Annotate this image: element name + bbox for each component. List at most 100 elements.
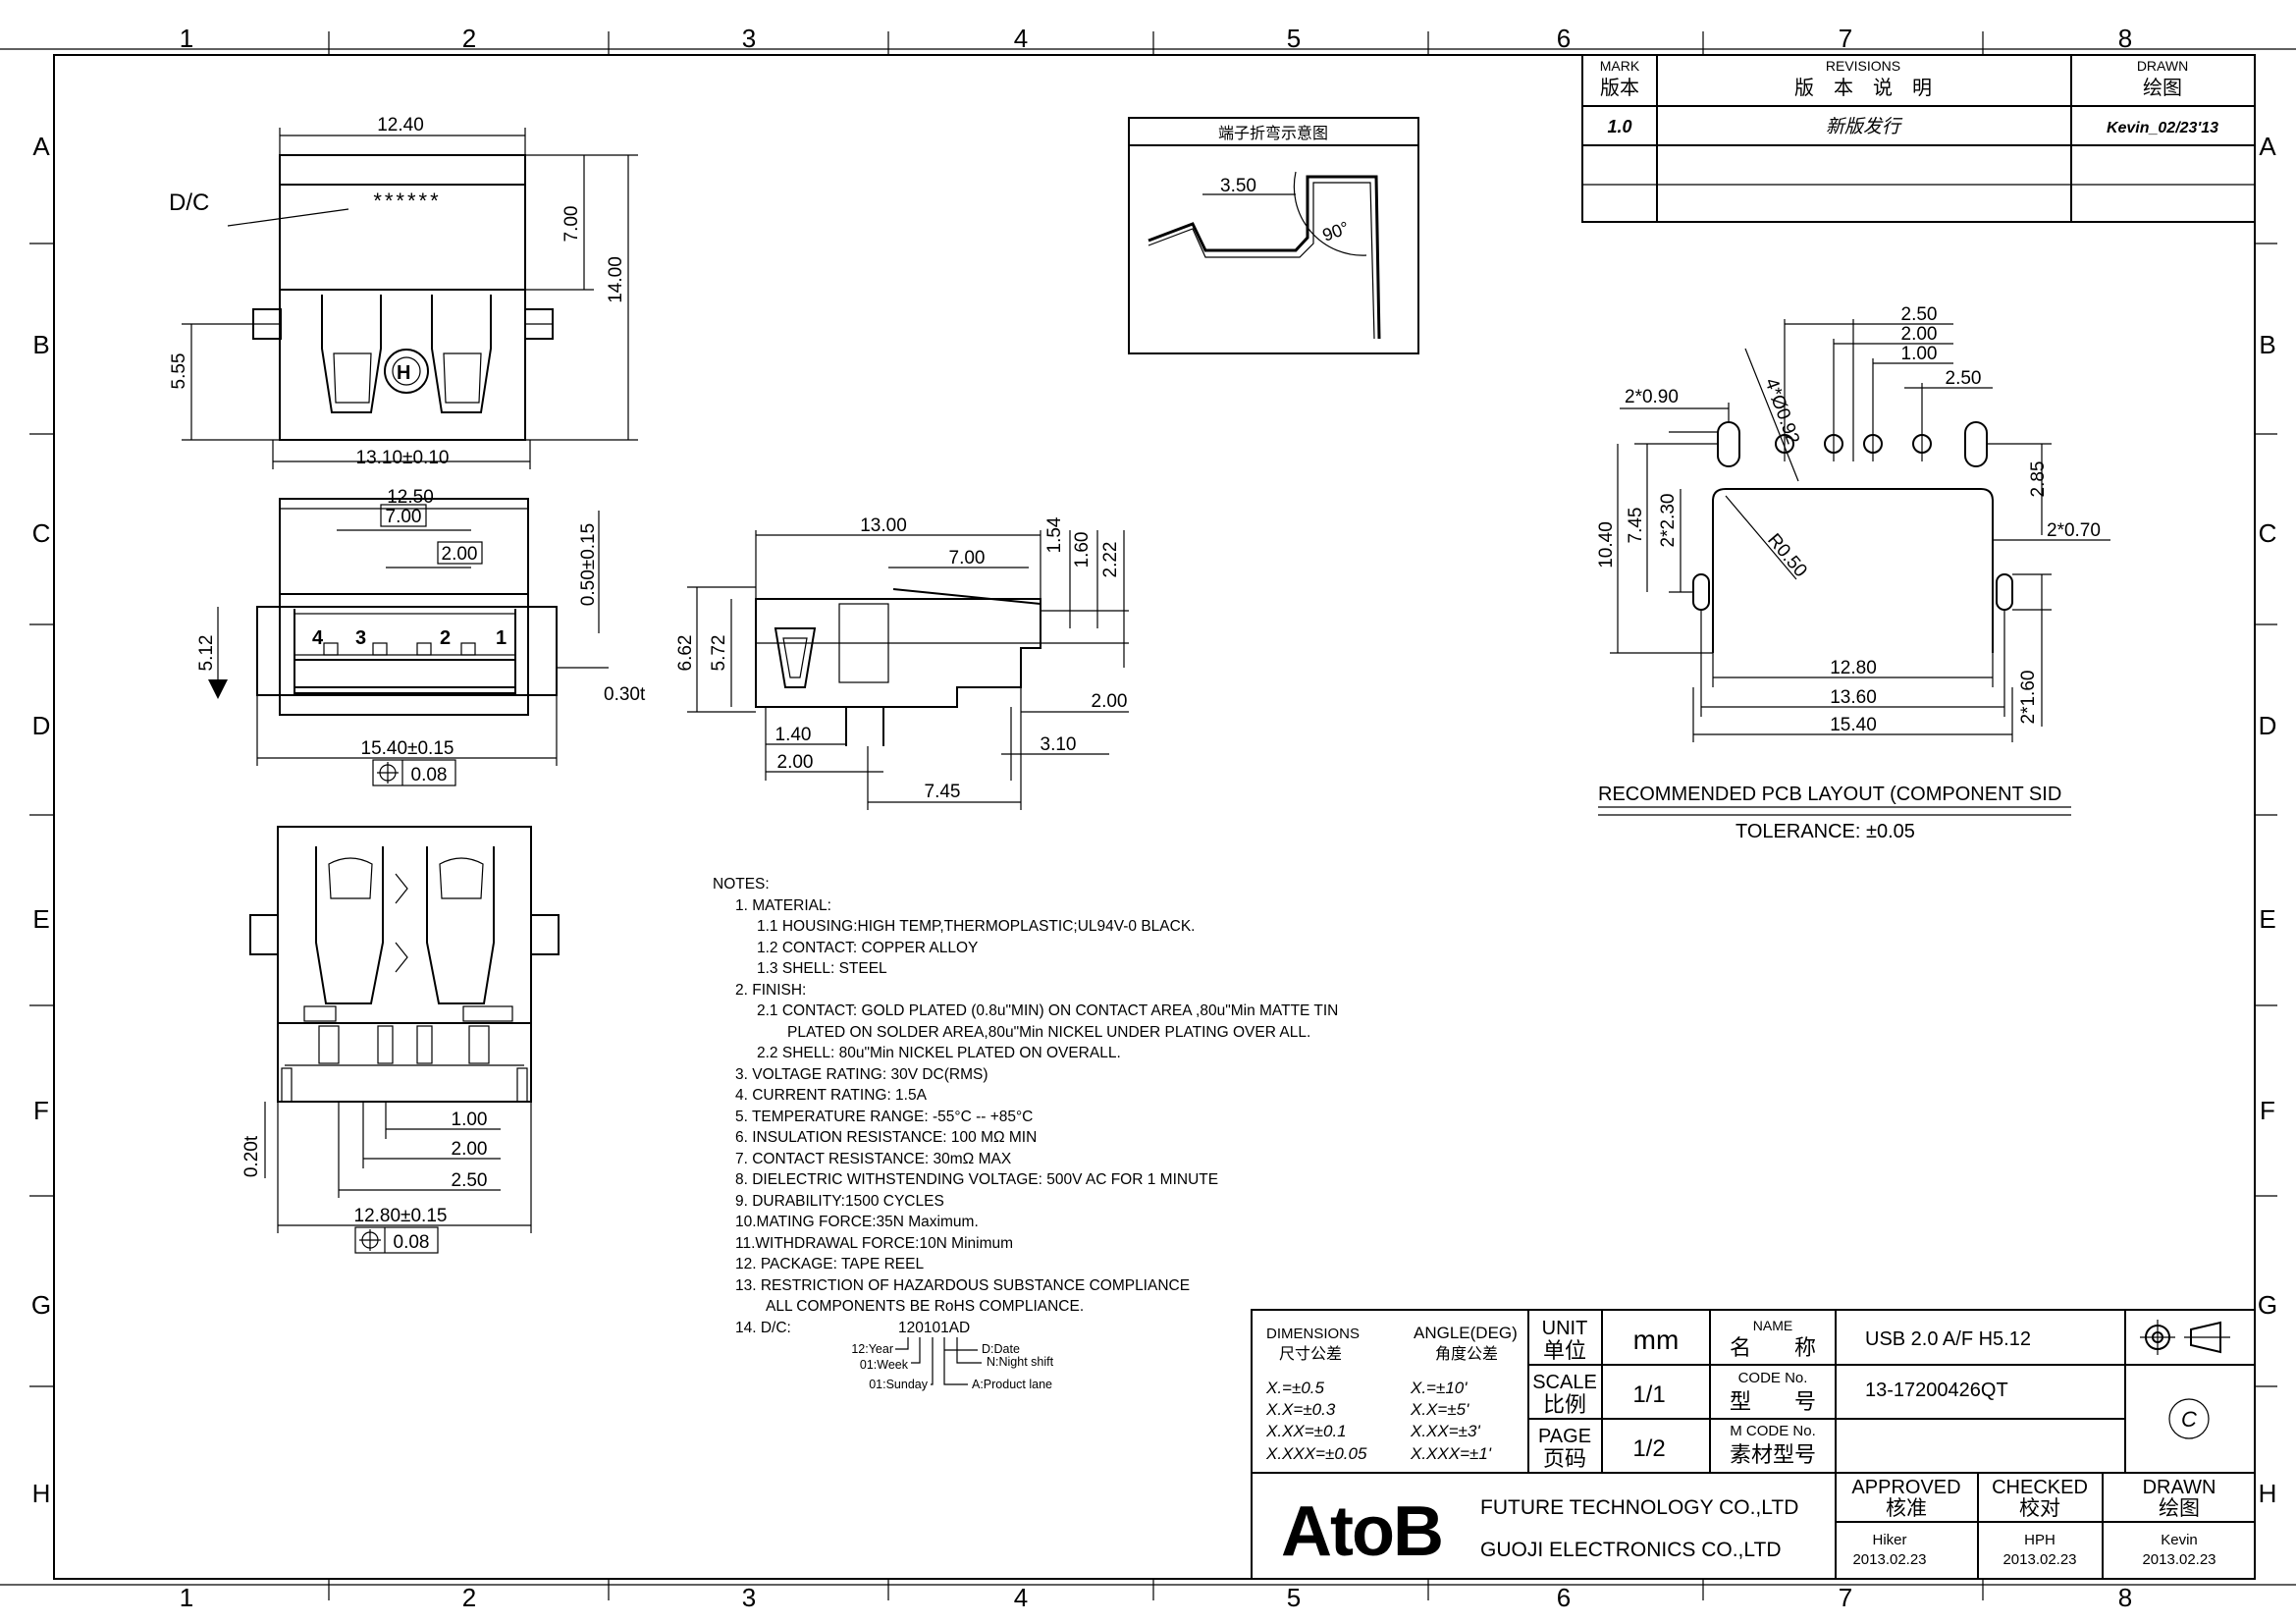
grid-row-e-left: E [32,904,49,934]
tb-code-value: 13-17200426QT [1865,1380,2008,1401]
grid-row-a-left: A [32,132,50,161]
company-logo: AtoB [1281,1492,1442,1571]
pcb-radius: R0.50 [1763,530,1811,581]
side-dim-d6: 6.62 [675,635,696,672]
rev-drawn-label: DRAWN [2137,58,2188,74]
grid-row-f-left: F [33,1096,49,1125]
tb-tol-2: X.XX=±0.1 [1265,1422,1347,1440]
bottom-dim-thick: 0.20t [241,1135,262,1177]
tb-page-label: PAGE [1538,1426,1591,1447]
tb-page-value: 1/2 [1632,1435,1665,1462]
note-line-6: 2.1 CONTACT: GOLD PLATED (0.8u"MIN) ON C… [757,1002,1338,1019]
grid-row-d-right: D [2259,711,2277,740]
tb-drawn-date: 2013.02.23 [2142,1551,2216,1568]
tb-unit-label: UNIT [1542,1318,1588,1339]
revision-table: MARK 版本 REVISIONS 版 本 说 明 DRAWN 绘图 1.0 新… [1581,54,2256,223]
side-dim-d3: 1.54 [1044,516,1065,553]
pcb-layout: 2.50 2.00 1.00 2.50 4*Ø0.92 2*0.90 2.85 … [1596,304,2110,842]
pcb-dim-1040: 10.40 [1596,521,1617,568]
side-dim-d11: 3.10 [1041,734,1077,755]
pcb-dim-1360: 13.60 [1830,687,1877,708]
dc-code: 120101AD [898,1320,970,1336]
note-line-11: 5. TEMPERATURE RANGE: -55°C -- +85°C [735,1109,1033,1125]
pcb-tolerance: TOLERANCE: ±0.05 [1735,821,1915,842]
front-dim-w1: 12.50 [387,487,434,508]
grid-row-h-left: H [32,1479,51,1508]
grid-row-a-right: A [2259,132,2276,161]
tb-ang-0: X.=±10' [1410,1379,1468,1397]
tb-name-cn: 名 称 [1730,1335,1816,1360]
grid-col-4-bottom: 4 [1014,1583,1028,1612]
tb-dimensions-label: DIMENSIONS [1266,1326,1360,1342]
top-view: H ****** D/C 12.40 7.00 14.00 5.55 13.10… [169,115,638,469]
note-line-17: 11.WITHDRAWAL FORCE:10N Minimum [735,1235,1013,1252]
bottom-dim-tol: 0.08 [394,1232,430,1253]
tb-code-cn: 型 号 [1730,1389,1816,1414]
tb-ang-2: X.XX=±3' [1410,1422,1480,1440]
top-dim-total: 14.00 [606,256,626,303]
rev-row-drawn: Kevin_02/23'13 [2107,120,2218,136]
rev-drawn-cn: 绘图 [2143,77,2182,99]
rev-mark-cn: 版本 [1600,77,1639,99]
side-view: 13.00 7.00 1.54 1.60 2.22 6.62 5.72 2.00… [675,515,1129,810]
pcb-dim-250b: 2.50 [1946,368,1982,389]
pin-label-3: 3 [355,627,366,649]
grid-row-b-right: B [2259,330,2275,359]
front-dim-w2: 7.00 [386,507,422,527]
side-dim-d5: 2.22 [1100,542,1121,578]
bottom-dim-d3: 2.50 [452,1170,488,1191]
note-line-5: 2. FINISH: [735,982,806,999]
tb-checked-label: CHECKED [1992,1477,2088,1498]
tb-drawn-label: DRAWN [2143,1477,2216,1498]
bend-angle: 90° [1320,218,1352,245]
grid-col-6-bottom: 6 [1557,1583,1571,1612]
tb-dimensions-cn: 尺寸公差 [1279,1345,1342,1363]
note-line-7: PLATED ON SOLDER AREA,80u"Min NICKEL UND… [787,1024,1310,1041]
dc-year: 12:Year [851,1342,893,1356]
pcb-dim-230: 2*2.30 [1658,494,1679,548]
grid-row-c-right: C [2259,518,2277,548]
tb-angle-label: ANGLE(DEG) [1414,1324,1518,1342]
pcb-dim-1280: 12.80 [1830,658,1877,678]
rev-revisions-cn: 版 本 说 明 [1794,77,1932,99]
grid-row-d-left: D [32,711,51,740]
copyright-icon [2168,1398,2210,1439]
grid-col-8-bottom: 8 [2118,1583,2132,1612]
tb-unit-cn: 单位 [1543,1338,1586,1363]
top-dim-height: 7.00 [561,206,582,243]
grid-col-5-bottom: 5 [1287,1583,1301,1612]
tb-ang-3: X.XXX=±1' [1410,1444,1492,1463]
grid-col-7-bottom: 7 [1839,1583,1852,1612]
pcb-dim-745: 7.45 [1626,508,1646,544]
dc-sunday: 01:Sunday [869,1378,929,1391]
tb-drawn-cn: 绘图 [2159,1497,2200,1520]
pin-label-1: 1 [496,627,507,649]
grid-labels: 1 2 3 4 5 6 7 8 1 2 3 4 5 6 7 8 A B C D … [31,24,2277,1612]
pcb-slot1: 2*0.90 [1625,387,1679,407]
top-view-dc-label: D/C [169,189,209,216]
bend-detail: 端子折弯示意图 3.50 90° [1128,117,1419,354]
front-dim-side: 0.50±0.15 [578,523,599,606]
notes: NOTES: 1. MATERIAL: 1.1 HOUSING:HIGH TEM… [713,876,1338,1336]
bend-title: 端子折弯示意图 [1218,124,1328,142]
tb-ang-1: X.X=±5' [1410,1400,1469,1419]
grid-row-b-left: B [32,330,49,359]
tb-copyright: C [2181,1407,2197,1432]
rev-revisions-label: REVISIONS [1826,58,1900,74]
grid-col-1-top: 1 [180,24,193,53]
pcb-dim-200: 2.00 [1901,324,1938,345]
tb-tol-0: X.=±0.5 [1265,1379,1324,1397]
note-line-4: 1.3 SHELL: STEEL [757,960,887,977]
dc-code-legend: 120101AD 12:Year 01:Week 01:Sunday D:Dat… [851,1320,1053,1391]
tb-company-2: GUOJI ELECTRONICS CO.,LTD [1480,1539,1781,1561]
bottom-dim-width: 12.80±0.15 [354,1206,448,1226]
grid-col-7-top: 7 [1839,24,1852,53]
pcb-dim-160: 2*1.60 [2018,671,2039,725]
tb-approved-label: APPROVED [1851,1477,1960,1498]
note-line-10: 4. CURRENT RATING: 1.5A [735,1087,928,1104]
note-line-21: 14. D/C: [735,1320,791,1336]
tb-unit-value: mm [1633,1325,1680,1355]
rev-mark-label: MARK [1600,58,1640,74]
grid-col-3-bottom: 3 [742,1583,756,1612]
